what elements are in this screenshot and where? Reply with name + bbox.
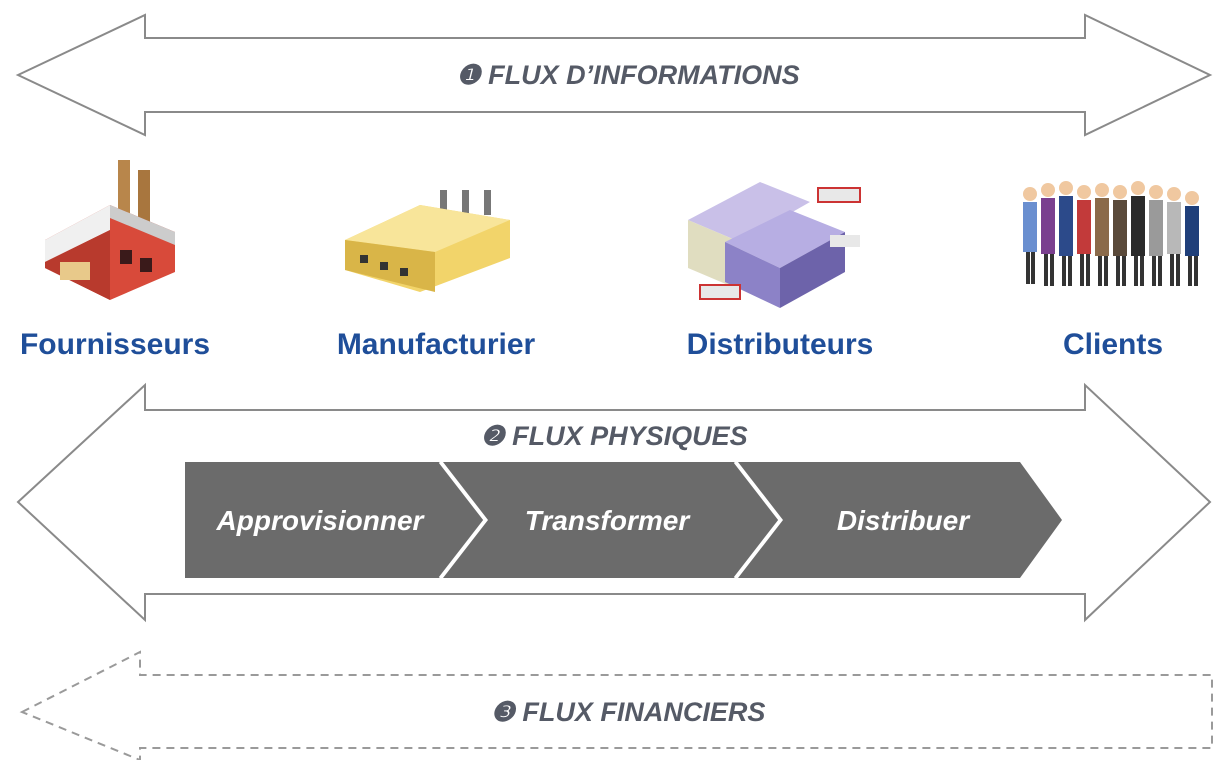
step-chevron-transformer bbox=[443, 462, 780, 578]
step-chevron-distribuer bbox=[738, 462, 1062, 578]
actor-label-fournisseurs: Fournisseurs bbox=[19, 328, 211, 361]
physical-flow-label: ❷ FLUX PHYSIQUES bbox=[480, 421, 747, 451]
financial-flow-arrow: ❸ FLUX FINANCIERS bbox=[19, 650, 1213, 760]
actor-label-manufacturier: Manufacturier bbox=[336, 328, 536, 361]
factory-icon bbox=[45, 160, 175, 300]
process-chevrons: Approvisionner Transformer Distribuer bbox=[185, 461, 1062, 579]
actor-label-distributeurs: Distributeurs bbox=[686, 328, 874, 361]
financial-flow-label: ❸ FLUX FINANCIERS bbox=[491, 697, 766, 727]
manufacturing-plant-icon bbox=[345, 190, 510, 292]
step-label: Approvisionner bbox=[216, 505, 426, 536]
step-label: Distribuer bbox=[837, 505, 971, 536]
step-label: Transformer bbox=[525, 505, 692, 536]
actor-label-clients: Clients bbox=[1062, 328, 1164, 361]
warehouse-trucks-icon bbox=[688, 182, 861, 308]
people-group-icon bbox=[1023, 181, 1199, 286]
information-flow-label: ❶ FLUX D’INFORMATIONS bbox=[456, 60, 799, 90]
step-chevron-approvisionner bbox=[185, 462, 485, 578]
information-flow-arrow: ❶ FLUX D’INFORMATIONS bbox=[15, 13, 1213, 137]
